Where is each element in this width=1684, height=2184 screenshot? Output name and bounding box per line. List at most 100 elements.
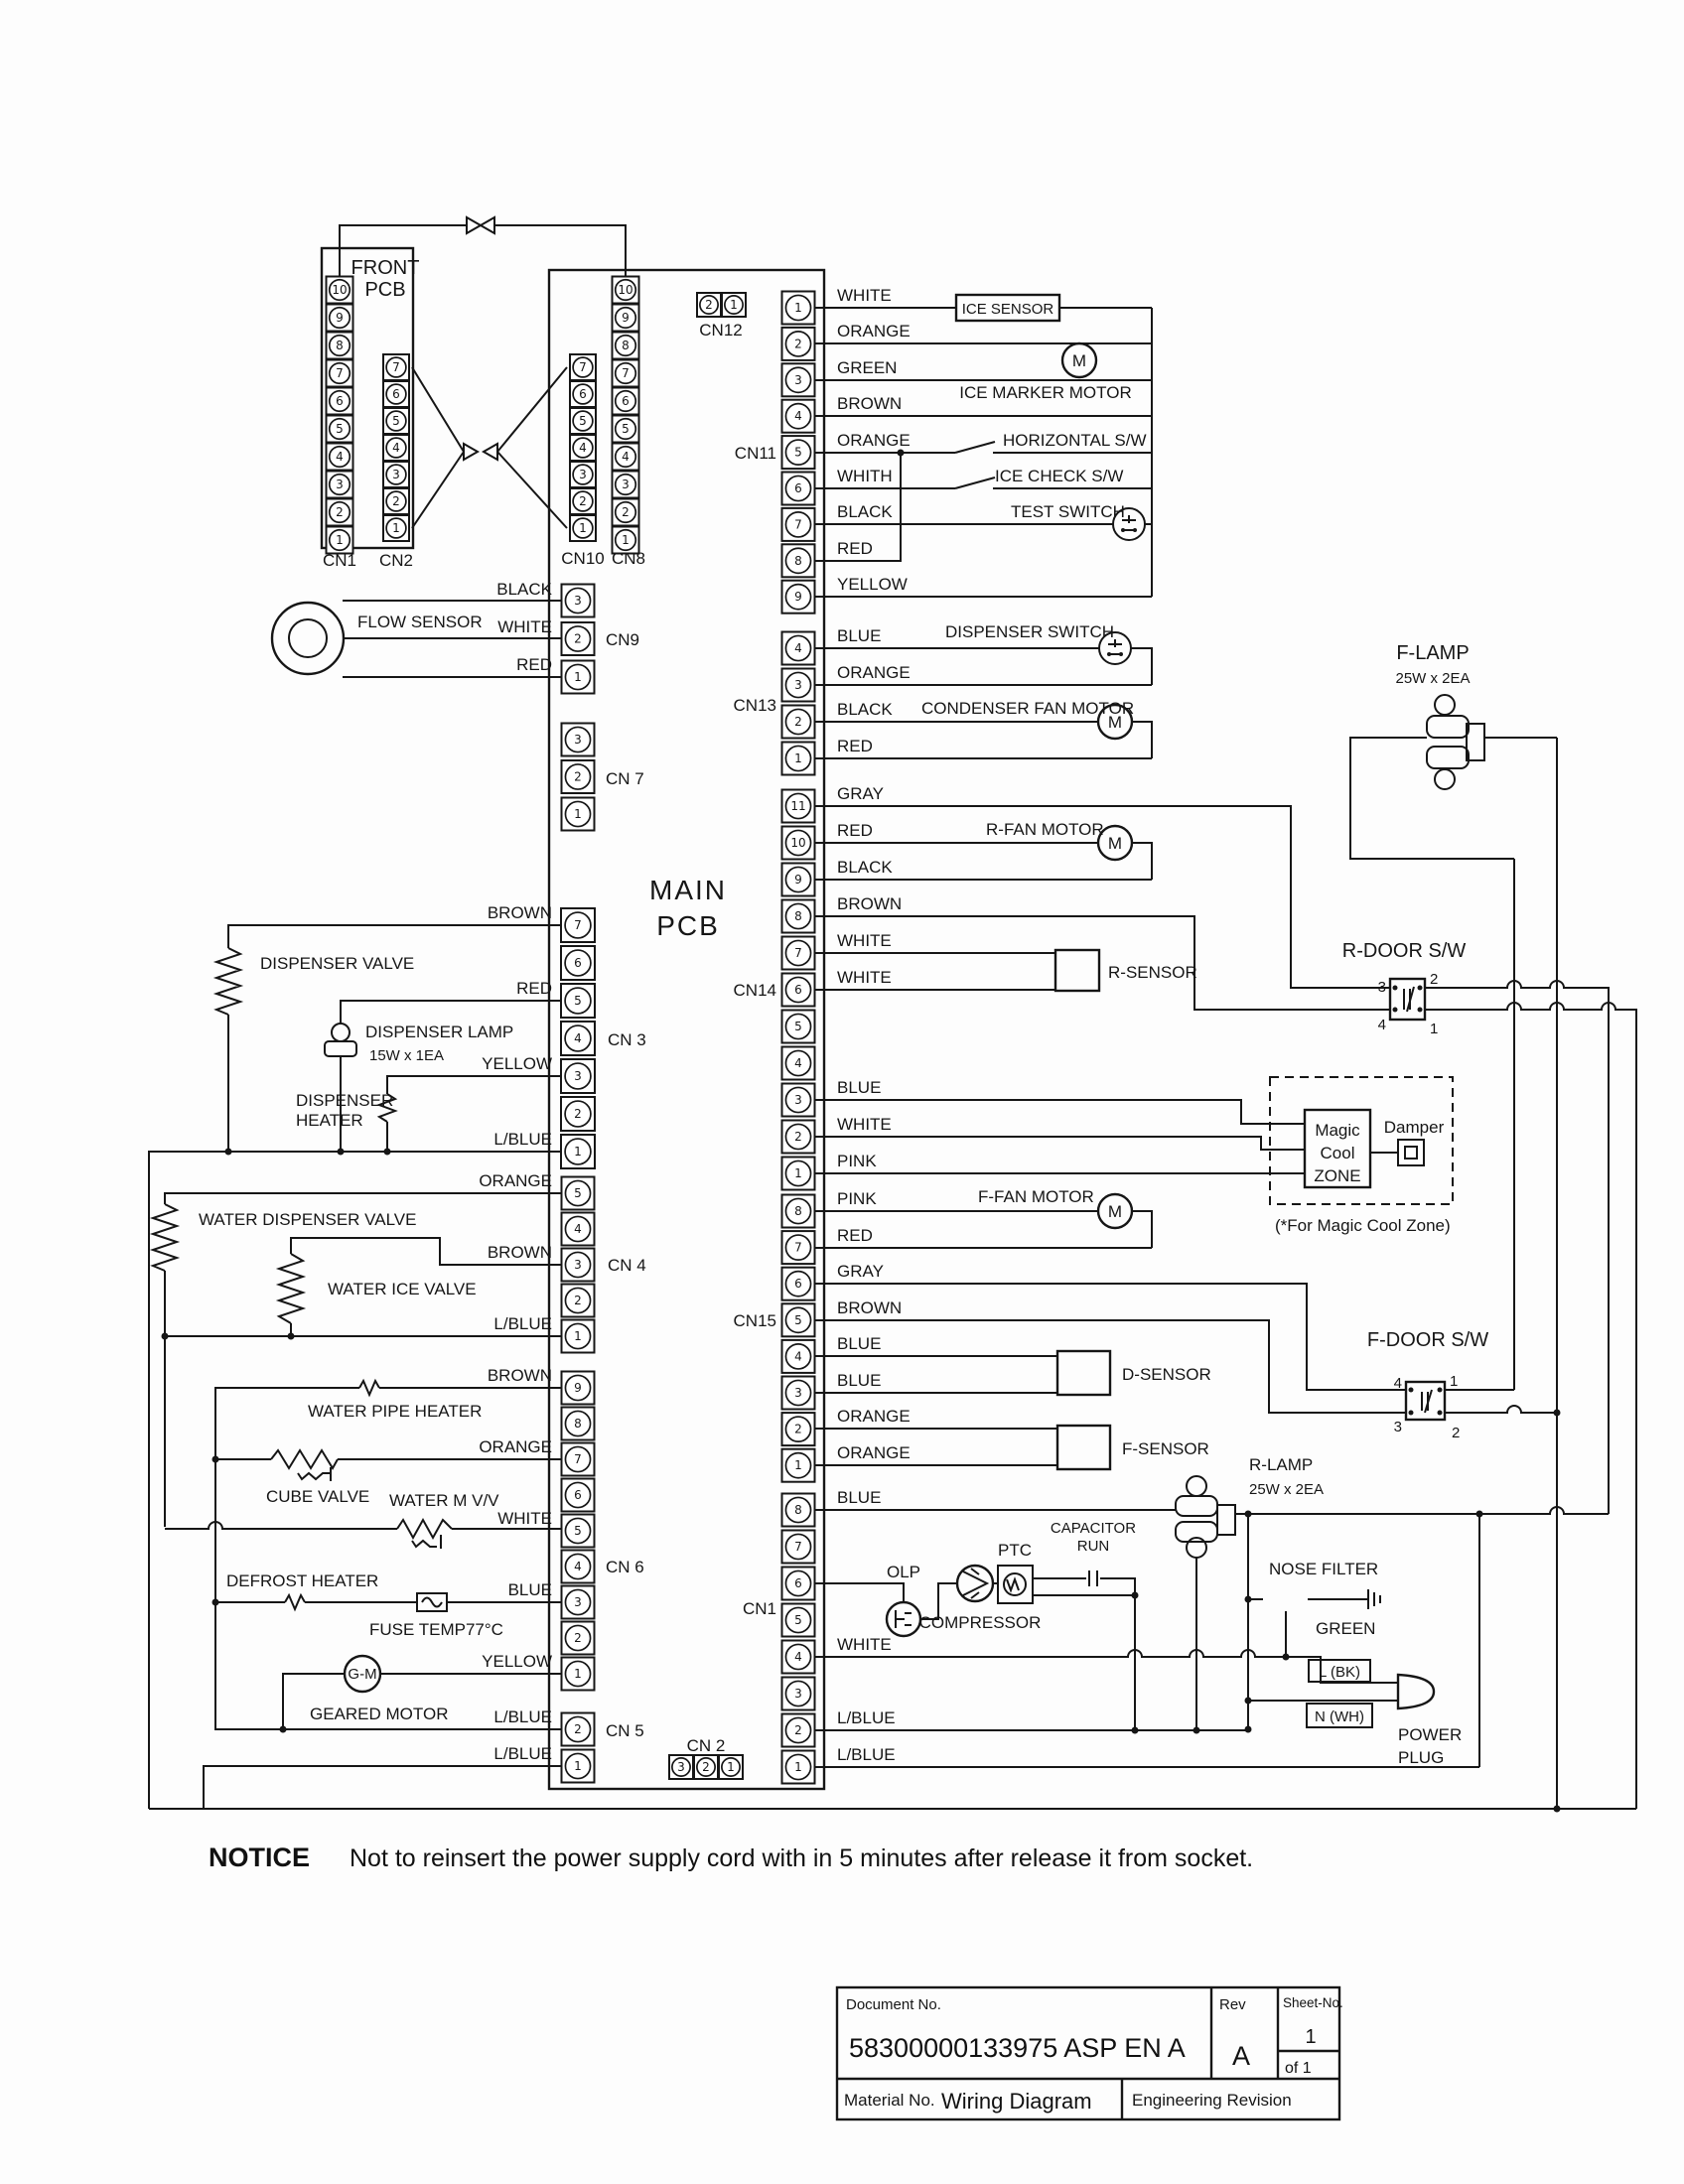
wire-cn13-4: BLUE	[837, 626, 881, 645]
cn2-front-label: CN2	[379, 551, 413, 570]
svg-text:6: 6	[794, 1576, 802, 1590]
svg-text:3: 3	[794, 1093, 802, 1107]
svg-text:4: 4	[794, 1349, 802, 1363]
svg-text:3: 3	[677, 1760, 685, 1774]
svg-text:7: 7	[336, 366, 344, 380]
wire-cn6-9: BROWN	[488, 1366, 552, 1385]
svg-text:8: 8	[622, 339, 630, 352]
magic-cool-note: (*For Magic Cool Zone)	[1275, 1216, 1451, 1235]
svg-text:4: 4	[794, 1650, 802, 1664]
svg-text:9: 9	[794, 873, 802, 887]
dispenser-valve-label: DISPENSER VALVE	[260, 954, 414, 973]
svg-text:4: 4	[574, 1560, 582, 1573]
l-bk-label: L (BK)	[1319, 1664, 1360, 1681]
wire-cn11-7: BLACK	[837, 502, 893, 521]
wire-cn6-1: YELLOW	[482, 1652, 552, 1671]
svg-text:2: 2	[702, 1760, 710, 1774]
r-door-pin1: 1	[1430, 1021, 1438, 1037]
svg-text:5: 5	[794, 1020, 802, 1033]
svg-text:4: 4	[392, 441, 400, 455]
wire-cn15-2: ORANGE	[837, 1407, 911, 1426]
main-pcb-title-2: PCB	[656, 910, 720, 941]
svg-text:3: 3	[392, 468, 400, 481]
ptc-label: PTC	[998, 1541, 1032, 1560]
cn7-label: CN 7	[606, 769, 644, 788]
svg-text:7: 7	[579, 360, 587, 374]
wire-cn14-7: WHITE	[837, 931, 892, 950]
svg-text:4: 4	[622, 450, 630, 464]
svg-text:2: 2	[574, 1107, 582, 1121]
wire-cn11-1: WHITE	[837, 286, 892, 305]
svg-text:2: 2	[336, 505, 344, 519]
wire-cn14-8: BROWN	[837, 894, 902, 913]
wire-cn14-2: WHITE	[837, 1115, 892, 1134]
wires-cn14-doors-magic	[814, 805, 1637, 1809]
svg-text:1: 1	[730, 298, 738, 312]
cn10-label: CN10	[561, 549, 604, 568]
dispenser-heater-label-1: DISPENSER	[296, 1091, 393, 1110]
ice-marker-motor-label: ICE MARKER MOTOR	[959, 383, 1131, 402]
r-door-sw-label: R-DOOR S/W	[1342, 940, 1467, 962]
svg-text:5: 5	[794, 446, 802, 460]
svg-text:2: 2	[574, 770, 582, 784]
wire-cn6-7: ORANGE	[479, 1437, 552, 1456]
svg-text:3: 3	[574, 1069, 582, 1083]
wire-cn1-4: WHITE	[837, 1635, 892, 1654]
svg-text:2: 2	[574, 1294, 582, 1307]
svg-text:4: 4	[794, 641, 802, 655]
wires-cn15-fdoor	[814, 738, 1558, 1809]
svg-text:1: 1	[794, 1458, 802, 1472]
wire-labels-right: WHITE ORANGE GREEN BROWN ORANGE WHITH BL…	[837, 286, 911, 1764]
svg-text:9: 9	[622, 311, 630, 325]
rev-value: A	[1232, 2041, 1250, 2071]
wire-cn15-3: BLUE	[837, 1371, 881, 1390]
svg-text:3: 3	[794, 1386, 802, 1400]
notice-text: Not to reinsert the power supply cord wi…	[350, 1844, 1253, 1872]
svg-text:2: 2	[794, 715, 802, 729]
svg-text:6: 6	[794, 481, 802, 495]
power-plug-label-2: PLUG	[1398, 1748, 1444, 1767]
svg-text:8: 8	[574, 1417, 582, 1431]
svg-text:1: 1	[574, 1759, 582, 1773]
svg-text:1: 1	[574, 807, 582, 821]
cn13-label: CN13	[734, 696, 776, 715]
wire-labels-left: BLACK WHITE RED BROWN RED YELLOW L/BLUE …	[479, 580, 552, 1763]
svg-text:7: 7	[794, 517, 802, 531]
wires-cn13	[814, 647, 1153, 759]
svg-text:3: 3	[574, 1595, 582, 1609]
rev-label: Rev	[1219, 1996, 1246, 2013]
wire-cn15-1: ORANGE	[837, 1443, 911, 1462]
f-fan-motor-label: F-FAN MOTOR	[978, 1187, 1094, 1206]
wire-cn11-8: RED	[837, 539, 873, 558]
svg-text:2: 2	[794, 1130, 802, 1144]
svg-text:8: 8	[794, 554, 802, 568]
wire-cn3-7: BROWN	[488, 903, 552, 922]
f-door-sw-label: F-DOOR S/W	[1367, 1329, 1488, 1351]
wire-cn9-3: BLACK	[496, 580, 552, 599]
magic-cool-zone-label-3: ZONE	[1314, 1166, 1360, 1185]
f-lamp-label: F-LAMP	[1396, 642, 1469, 664]
svg-text:2: 2	[574, 1722, 582, 1736]
r-fan-m-icon: M	[1108, 834, 1122, 853]
svg-text:3: 3	[794, 678, 802, 692]
wire-cn9-2: WHITE	[497, 617, 552, 636]
svg-text:4: 4	[794, 1056, 802, 1070]
green-label: GREEN	[1316, 1619, 1375, 1638]
svg-text:3: 3	[574, 594, 582, 608]
svg-text:6: 6	[392, 387, 400, 401]
cn2-bottom-label: CN 2	[687, 1736, 726, 1755]
svg-text:5: 5	[794, 1313, 802, 1327]
svg-text:2: 2	[705, 298, 713, 312]
svg-text:2: 2	[622, 505, 630, 519]
board-titles: FRONT PCB MAIN PCB	[351, 257, 725, 941]
wire-cn15-7: RED	[837, 1226, 873, 1245]
wire-cn6-3: BLUE	[508, 1580, 552, 1599]
svg-text:4: 4	[794, 409, 802, 423]
svg-text:7: 7	[392, 360, 400, 374]
wire-cn6-5: WHITE	[497, 1509, 552, 1528]
svg-text:1: 1	[794, 1166, 802, 1180]
